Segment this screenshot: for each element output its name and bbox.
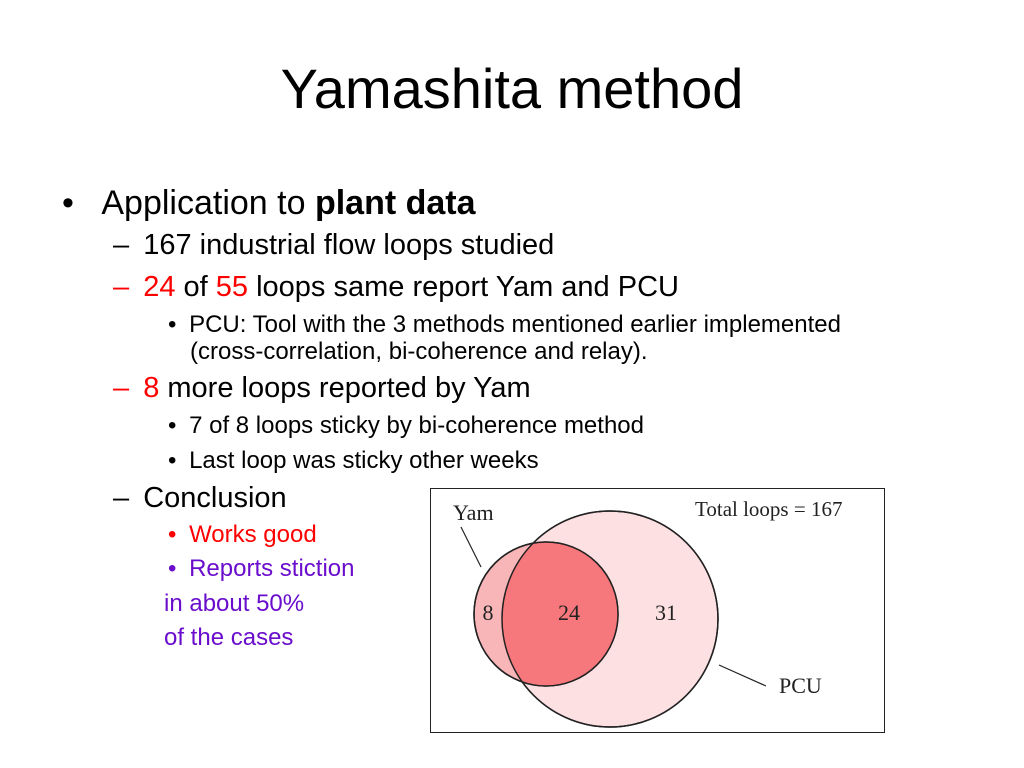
note-last-loop: • Last loop was sticky other weeks xyxy=(168,449,539,473)
bullet-symbol: • xyxy=(168,311,177,338)
dash-symbol: – xyxy=(113,229,130,261)
yam-label: Yam xyxy=(453,500,494,525)
count-8: 8 xyxy=(143,372,160,404)
note-works-good-text: Works good xyxy=(189,521,317,548)
sub-bullet-same-report: – 24 of 55 loops same report Yam and PCU xyxy=(113,273,679,302)
sub-bullet-loops-studied: – 167 industrial flow loops studied xyxy=(113,231,554,260)
text-more-loops: more loops reported by Yam xyxy=(159,372,531,404)
bullet-application-bold: plant data xyxy=(314,184,476,222)
bullet-symbol: • xyxy=(168,447,177,474)
venn-diagram: Yam Total loops = 167 PCU 8 24 31 xyxy=(430,488,885,733)
bullet-symbol: • xyxy=(168,521,177,548)
bullet-symbol: • xyxy=(168,412,177,439)
note-works-good: • Works good xyxy=(168,523,317,547)
overlap-region xyxy=(502,542,618,686)
note-pcu-tool-text: PCU: Tool with the 3 methods mentioned e… xyxy=(189,311,841,338)
note-bicoherence-text: 7 of 8 loops sticky by bi-coherence meth… xyxy=(189,412,644,439)
bullet-application-text: Application to xyxy=(101,184,315,222)
slide-title: Yamashita method xyxy=(280,57,744,120)
note-bicoherence: • 7 of 8 loops sticky by bi-coherence me… xyxy=(168,414,644,438)
pcu-label: PCU xyxy=(779,673,822,698)
note-reports-stiction-text: Reports stiction xyxy=(189,555,355,582)
dash-symbol: – xyxy=(113,372,130,404)
sub-bullet-more-loops: – 8 more loops reported by Yam xyxy=(113,374,531,403)
note-reports-stiction: • Reports stiction xyxy=(168,557,354,581)
bullet-symbol: • xyxy=(168,555,177,582)
only-yam-count: 8 xyxy=(483,600,494,625)
text-of: of xyxy=(175,271,216,303)
total-loops-label: Total loops = 167 xyxy=(695,497,842,521)
note-pcu-methods: (cross-correlation, bi-coherence and rel… xyxy=(190,338,648,365)
count-55: 55 xyxy=(215,271,249,303)
note-pcu-tool: • PCU: Tool with the 3 methods mentioned… xyxy=(168,313,841,337)
pcu-outline xyxy=(501,510,719,728)
dash-symbol: – xyxy=(113,482,130,514)
dash-symbol: – xyxy=(113,271,130,303)
note-of-cases: of the cases xyxy=(164,624,294,651)
sub-bullet-conclusion: – Conclusion xyxy=(113,484,287,513)
pcu-leader-line xyxy=(718,664,767,687)
only-pcu-count: 31 xyxy=(655,600,677,625)
note-about-50: in about 50% xyxy=(164,590,305,617)
count-24: 24 xyxy=(143,271,176,303)
text-same-report: loops same report Yam and PCU xyxy=(248,271,679,303)
venn-svg: Yam Total loops = 167 PCU 8 24 31 xyxy=(453,497,842,728)
bullet-application: • Application to plant data xyxy=(62,186,476,220)
note-last-loop-text: Last loop was sticky other weeks xyxy=(189,447,539,474)
sub-bullet-loops-studied-text: 167 industrial flow loops studied xyxy=(143,229,555,261)
yam-outline xyxy=(473,541,619,687)
both-count: 24 xyxy=(558,600,580,625)
bullet-symbol: • xyxy=(62,184,74,222)
sub-bullet-conclusion-text: Conclusion xyxy=(143,482,287,514)
yam-leader-line xyxy=(460,526,482,568)
